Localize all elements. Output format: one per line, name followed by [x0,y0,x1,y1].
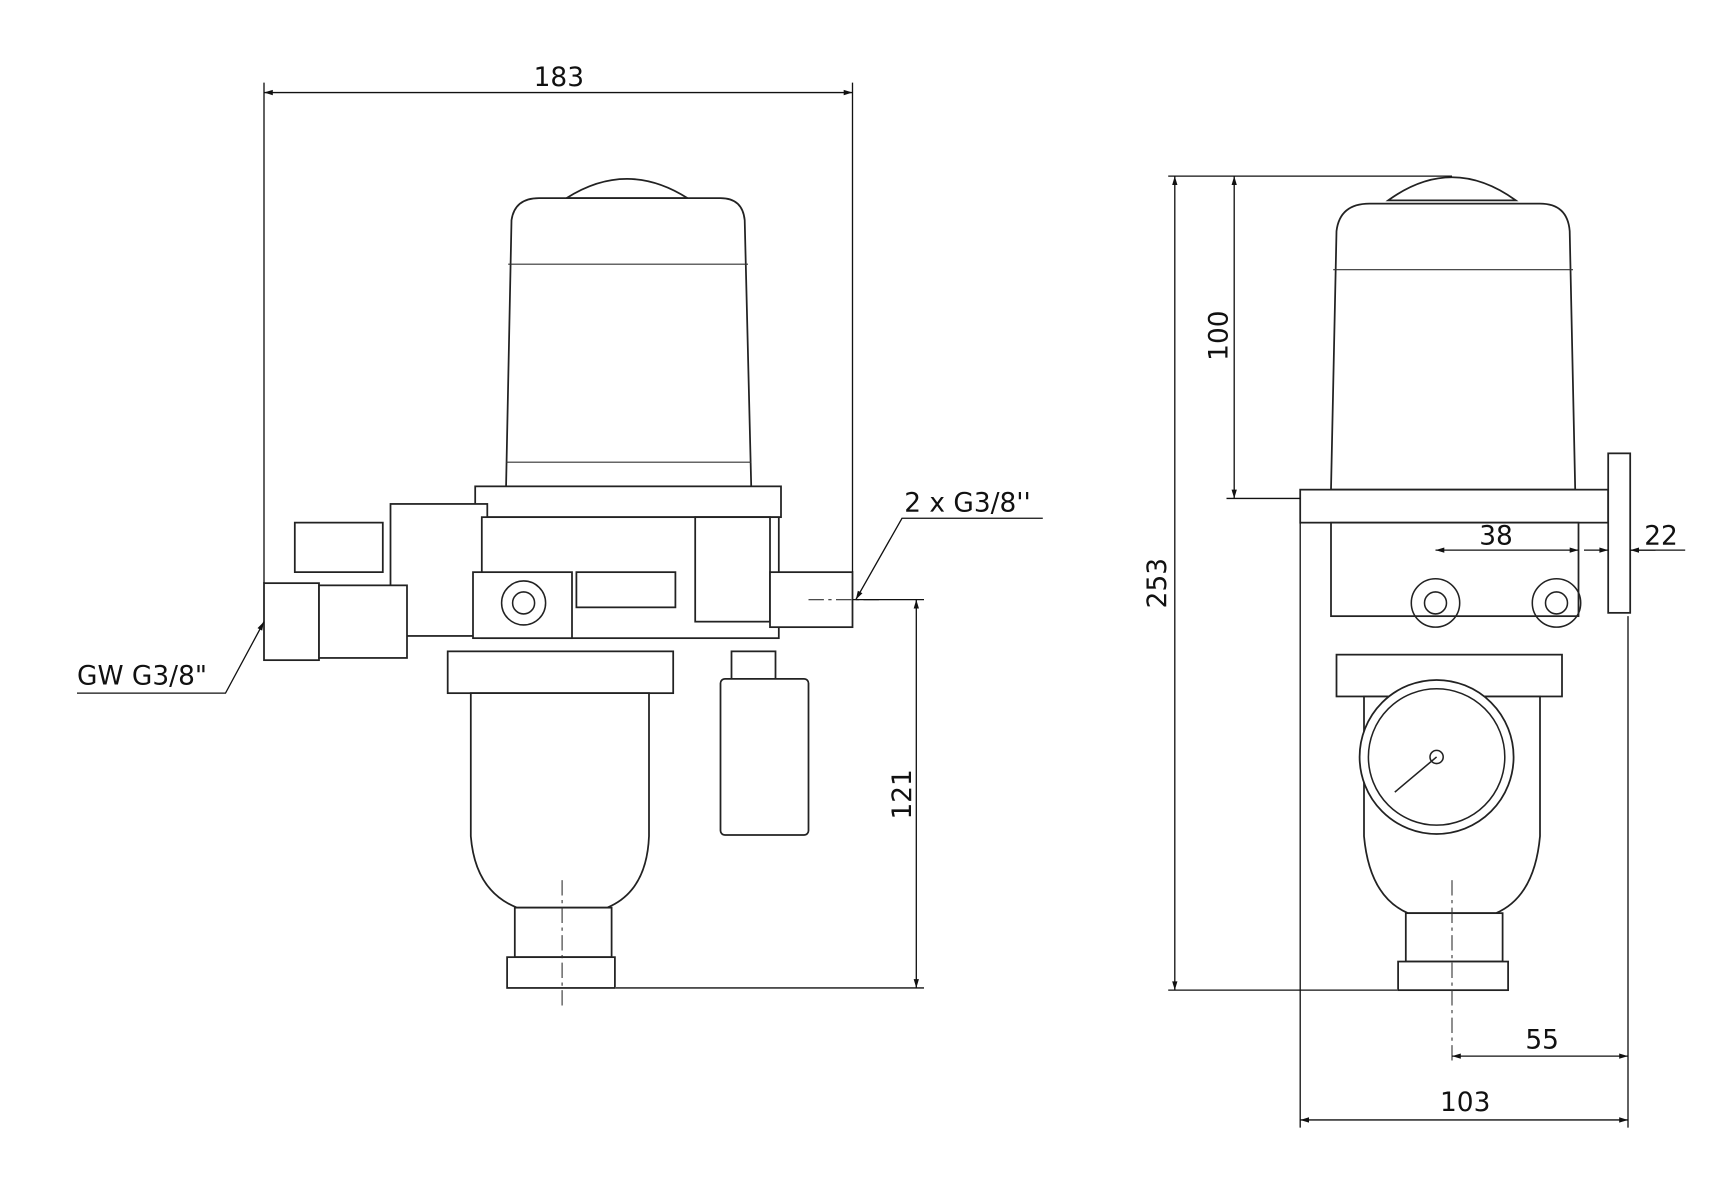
dim-100: 100 [1204,310,1235,360]
dim-55: 55 [1525,1024,1559,1055]
dim-183: 183 [534,62,584,93]
dim-22: 22 [1644,521,1678,552]
inlet-label: GW G3/8" [77,660,207,691]
dim-103: 103 [1440,1087,1490,1118]
side-view: 253 100 38 22 55 103 [1142,175,1686,1128]
dim-253: 253 [1142,558,1173,608]
dim-121: 121 [887,769,918,819]
front-view: 183 121 2 x G3/8'' GW G3/8" [77,62,1043,1007]
outlet-label: 2 x G3/8'' [904,488,1031,519]
dim-38: 38 [1479,521,1513,552]
